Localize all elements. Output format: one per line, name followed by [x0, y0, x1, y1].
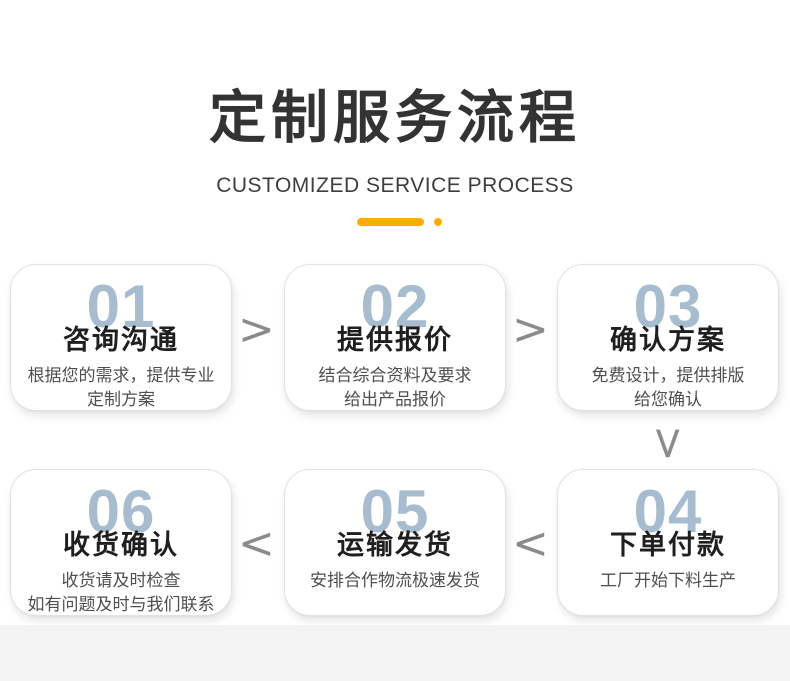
step-description: 结合综合资料及要求 给出产品报价 [318, 366, 472, 410]
step-description: 根据您的需求，提供专业 定制方案 [27, 366, 215, 410]
accent-divider [4, 218, 790, 226]
step-card-03: 03 确认方案 免费设计，提供排版 给您确认 [557, 264, 779, 411]
step-title: 提供报价 [337, 325, 453, 355]
step-title: 下单付款 [610, 530, 726, 560]
step-card-04: 04 下单付款 工厂开始下料生产 [557, 469, 779, 616]
arrow-left-icon-1: < [512, 518, 549, 569]
step-title: 咨询沟通 [63, 325, 179, 355]
footer-band [0, 625, 790, 681]
page-title: 定制服务流程 [209, 86, 581, 150]
step-number: 05 [360, 478, 430, 545]
arrow-down-icon: > [643, 425, 694, 462]
step-description: 安排合作物流极速发货 [310, 571, 480, 590]
step-card-06: 06 收货确认 收货请及时检查 如有问题及时与我们联系 [10, 469, 232, 616]
step-card-02: 02 提供报价 结合综合资料及要求 给出产品报价 [284, 264, 506, 411]
step-title: 运输发货 [337, 530, 453, 560]
step-card-01: 01 咨询沟通 根据您的需求，提供专业 定制方案 [10, 264, 232, 411]
step-description: 工厂开始下料生产 [600, 571, 736, 590]
step-number: 03 [633, 273, 703, 340]
arrow-right-icon-2: > [512, 304, 549, 355]
step-number: 04 [633, 478, 703, 545]
step-title: 确认方案 [610, 325, 726, 355]
step-number: 02 [360, 273, 430, 340]
step-description: 免费设计，提供排版 给您确认 [591, 366, 745, 410]
divider-line [356, 218, 424, 226]
divider-dot-icon [433, 218, 442, 226]
arrow-left-icon-2: < [238, 518, 275, 569]
arrow-right-icon-1: > [238, 304, 275, 355]
page-subtitle: CUSTOMIZED SERVICE PROCESS [216, 174, 574, 197]
step-number: 06 [86, 478, 156, 545]
step-number: 01 [86, 273, 156, 340]
step-title: 收货确认 [63, 530, 179, 560]
step-description: 收货请及时检查 如有问题及时与我们联系 [27, 571, 215, 615]
step-card-05: 05 运输发货 安排合作物流极速发货 [284, 469, 506, 616]
